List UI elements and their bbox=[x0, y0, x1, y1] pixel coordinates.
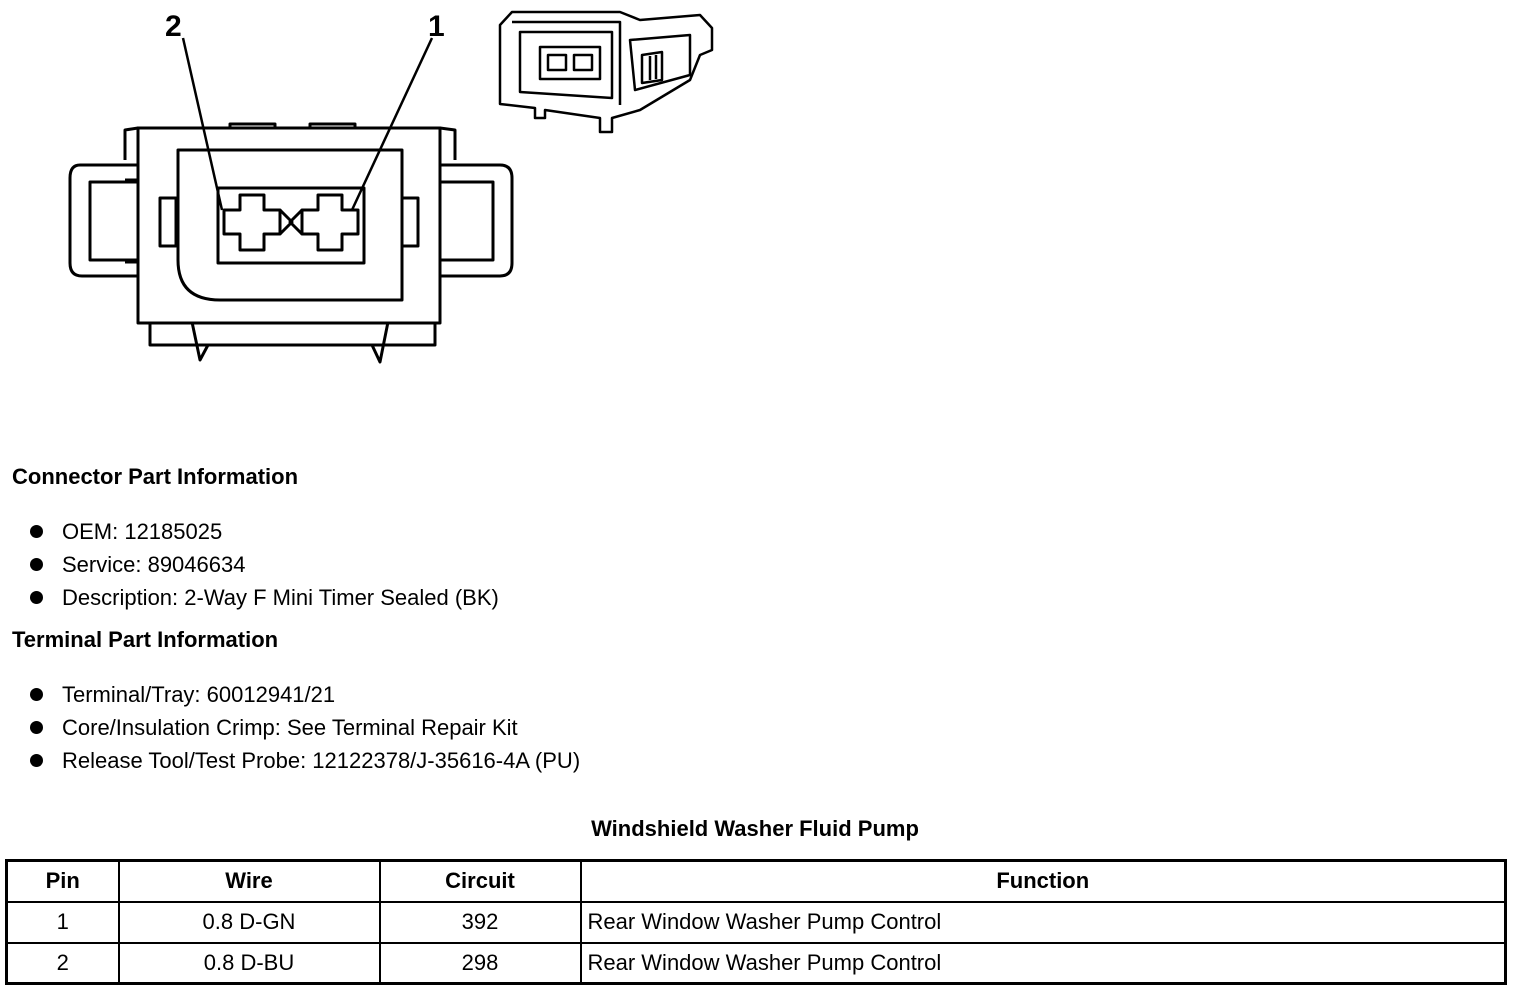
bullet-icon bbox=[30, 754, 43, 767]
connector-isometric-view bbox=[498, 10, 714, 134]
bullet-icon bbox=[30, 525, 43, 538]
table-row: 1 0.8 D-GN 392 Rear Window Washer Pump C… bbox=[5, 900, 1507, 944]
cell-function: Rear Window Washer Pump Control bbox=[579, 900, 1507, 944]
pin-table: Pin Wire Circuit Function 1 0.8 D-GN 392… bbox=[5, 859, 1507, 985]
connector-info-list: OEM: 12185025 Service: 89046634 Descript… bbox=[30, 515, 499, 614]
cell-pin: 2 bbox=[5, 941, 120, 985]
connector-info-heading: Connector Part Information bbox=[12, 464, 299, 489]
cell-circuit: 298 bbox=[378, 941, 582, 985]
header-function: Function bbox=[579, 859, 1507, 903]
pin-2-callout: 2 bbox=[165, 10, 182, 43]
cell-wire: 0.8 D-GN bbox=[117, 900, 381, 944]
list-item: Service: 89046634 bbox=[30, 548, 499, 581]
header-pin: Pin bbox=[5, 859, 120, 903]
connector-diagram: 2 1 bbox=[68, 10, 714, 364]
terminal-info-heading: Terminal Part Information bbox=[12, 627, 279, 652]
connector-face-view bbox=[68, 122, 514, 364]
header-wire: Wire bbox=[117, 859, 381, 903]
table-row: 2 0.8 D-BU 298 Rear Window Washer Pump C… bbox=[5, 941, 1507, 985]
table-title: Windshield Washer Fluid Pump bbox=[591, 816, 919, 841]
table-header-row: Pin Wire Circuit Function bbox=[5, 859, 1507, 903]
list-item: Terminal/Tray: 60012941/21 bbox=[30, 678, 580, 711]
pin-1-callout: 1 bbox=[428, 10, 445, 43]
list-item: Release Tool/Test Probe: 12122378/J-3561… bbox=[30, 744, 580, 777]
cell-circuit: 392 bbox=[378, 900, 582, 944]
bullet-icon bbox=[30, 591, 43, 604]
bullet-icon bbox=[30, 558, 43, 571]
bullet-icon bbox=[30, 688, 43, 701]
terminal-info-list: Terminal/Tray: 60012941/21 Core/Insulati… bbox=[30, 678, 580, 777]
list-item: Core/Insulation Crimp: See Terminal Repa… bbox=[30, 711, 580, 744]
list-item: Description: 2-Way F Mini Timer Sealed (… bbox=[30, 581, 499, 614]
bullet-icon bbox=[30, 721, 43, 734]
header-circuit: Circuit bbox=[378, 859, 582, 903]
cell-pin: 1 bbox=[5, 900, 120, 944]
list-item: OEM: 12185025 bbox=[30, 515, 499, 548]
cell-function: Rear Window Washer Pump Control bbox=[579, 941, 1507, 985]
cell-wire: 0.8 D-BU bbox=[117, 941, 381, 985]
